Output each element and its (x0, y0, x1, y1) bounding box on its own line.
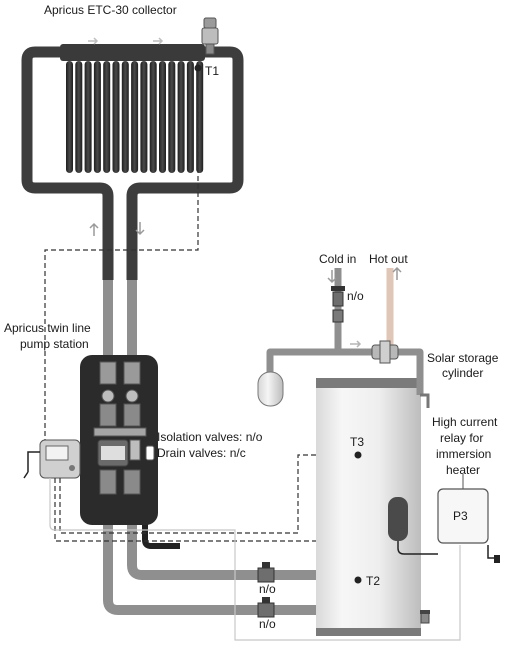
relay-name: P3 (453, 509, 468, 523)
expansion-vessel (257, 367, 284, 407)
evacuated-tube (149, 61, 157, 173)
cold-in-label: Cold in (319, 252, 356, 266)
cylinder-top-band (316, 378, 421, 388)
cylinder-bottom-band (316, 628, 421, 636)
isolation-valve-lower (257, 597, 275, 618)
valve-state-upper: n/o (259, 582, 276, 596)
solar-controller (39, 439, 81, 479)
evacuated-tube (121, 61, 129, 173)
cylinder-drain-valve (420, 610, 430, 624)
evacuated-tube (66, 61, 73, 173)
flow-arrow-icon (88, 37, 164, 45)
temperature-probe (420, 393, 430, 408)
collector-loop-pipes (21, 46, 244, 280)
pump-station-label-line2: pump station (20, 337, 89, 351)
relay-label-line3: immersion (436, 447, 491, 461)
evacuated-tube (131, 61, 139, 173)
sensor-t1-dot (194, 64, 202, 72)
sensor-t2-label: T2 (366, 574, 380, 588)
evacuated-tube (112, 61, 120, 173)
cylinder-label-line2: cylinder (442, 366, 483, 380)
evacuated-tube (168, 61, 176, 173)
mixing-valve (371, 340, 399, 364)
evacuated-tube (84, 61, 92, 173)
pump-station-components (93, 361, 155, 495)
isolation-valve-upper (257, 562, 275, 583)
drain-valves-note: Drain valves: n/c (157, 446, 246, 460)
pump-station-label-line1: Apricus twin line (4, 321, 91, 335)
collector-tubes (66, 61, 204, 173)
isolation-valves-note: Isolation valves: n/o (157, 430, 263, 444)
cold-valve-state: n/o (347, 289, 364, 303)
circuit-pipes (103, 280, 345, 615)
collector-title: Apricus ETC-30 collector (44, 3, 177, 17)
evacuated-tube (186, 61, 194, 173)
collector-header (60, 44, 205, 61)
immersion-heater-wire (397, 541, 438, 555)
evacuated-tube (103, 61, 111, 173)
evacuated-tube (75, 61, 83, 173)
sensor-t1-wire (44, 72, 199, 455)
up-arrow-icon (392, 266, 402, 280)
relay-plug (494, 555, 500, 563)
controller-power-cord (23, 451, 40, 479)
sensor-t1-label: T1 (205, 64, 219, 78)
relay-label-line2: relay for (440, 431, 483, 445)
evacuated-tube (140, 61, 148, 173)
sensor-t3-dot (354, 451, 362, 459)
sensor-t3-label: T3 (350, 435, 364, 449)
relay-label-line1: High current (432, 415, 498, 429)
valve-state-lower: n/o (259, 617, 276, 631)
evacuated-tube (196, 61, 204, 173)
cold-inlet-valve (331, 286, 345, 323)
relay-label-line4: heater (446, 463, 480, 477)
sensor-t2-dot (354, 576, 362, 584)
evacuated-tube (93, 61, 101, 173)
immersion-heater-flange (388, 497, 408, 541)
cylinder-label-line1: Solar storage (427, 351, 499, 365)
up-arrow-icon (89, 222, 99, 236)
air-vent-icon (201, 17, 219, 55)
drain-hose (142, 510, 180, 549)
down-arrow-icon (135, 222, 145, 236)
flow-arrow-icon (350, 340, 362, 348)
down-arrow-icon (327, 270, 337, 284)
hot-out-label: Hot out (369, 252, 408, 266)
evacuated-tube (177, 61, 185, 173)
evacuated-tube (159, 61, 166, 173)
